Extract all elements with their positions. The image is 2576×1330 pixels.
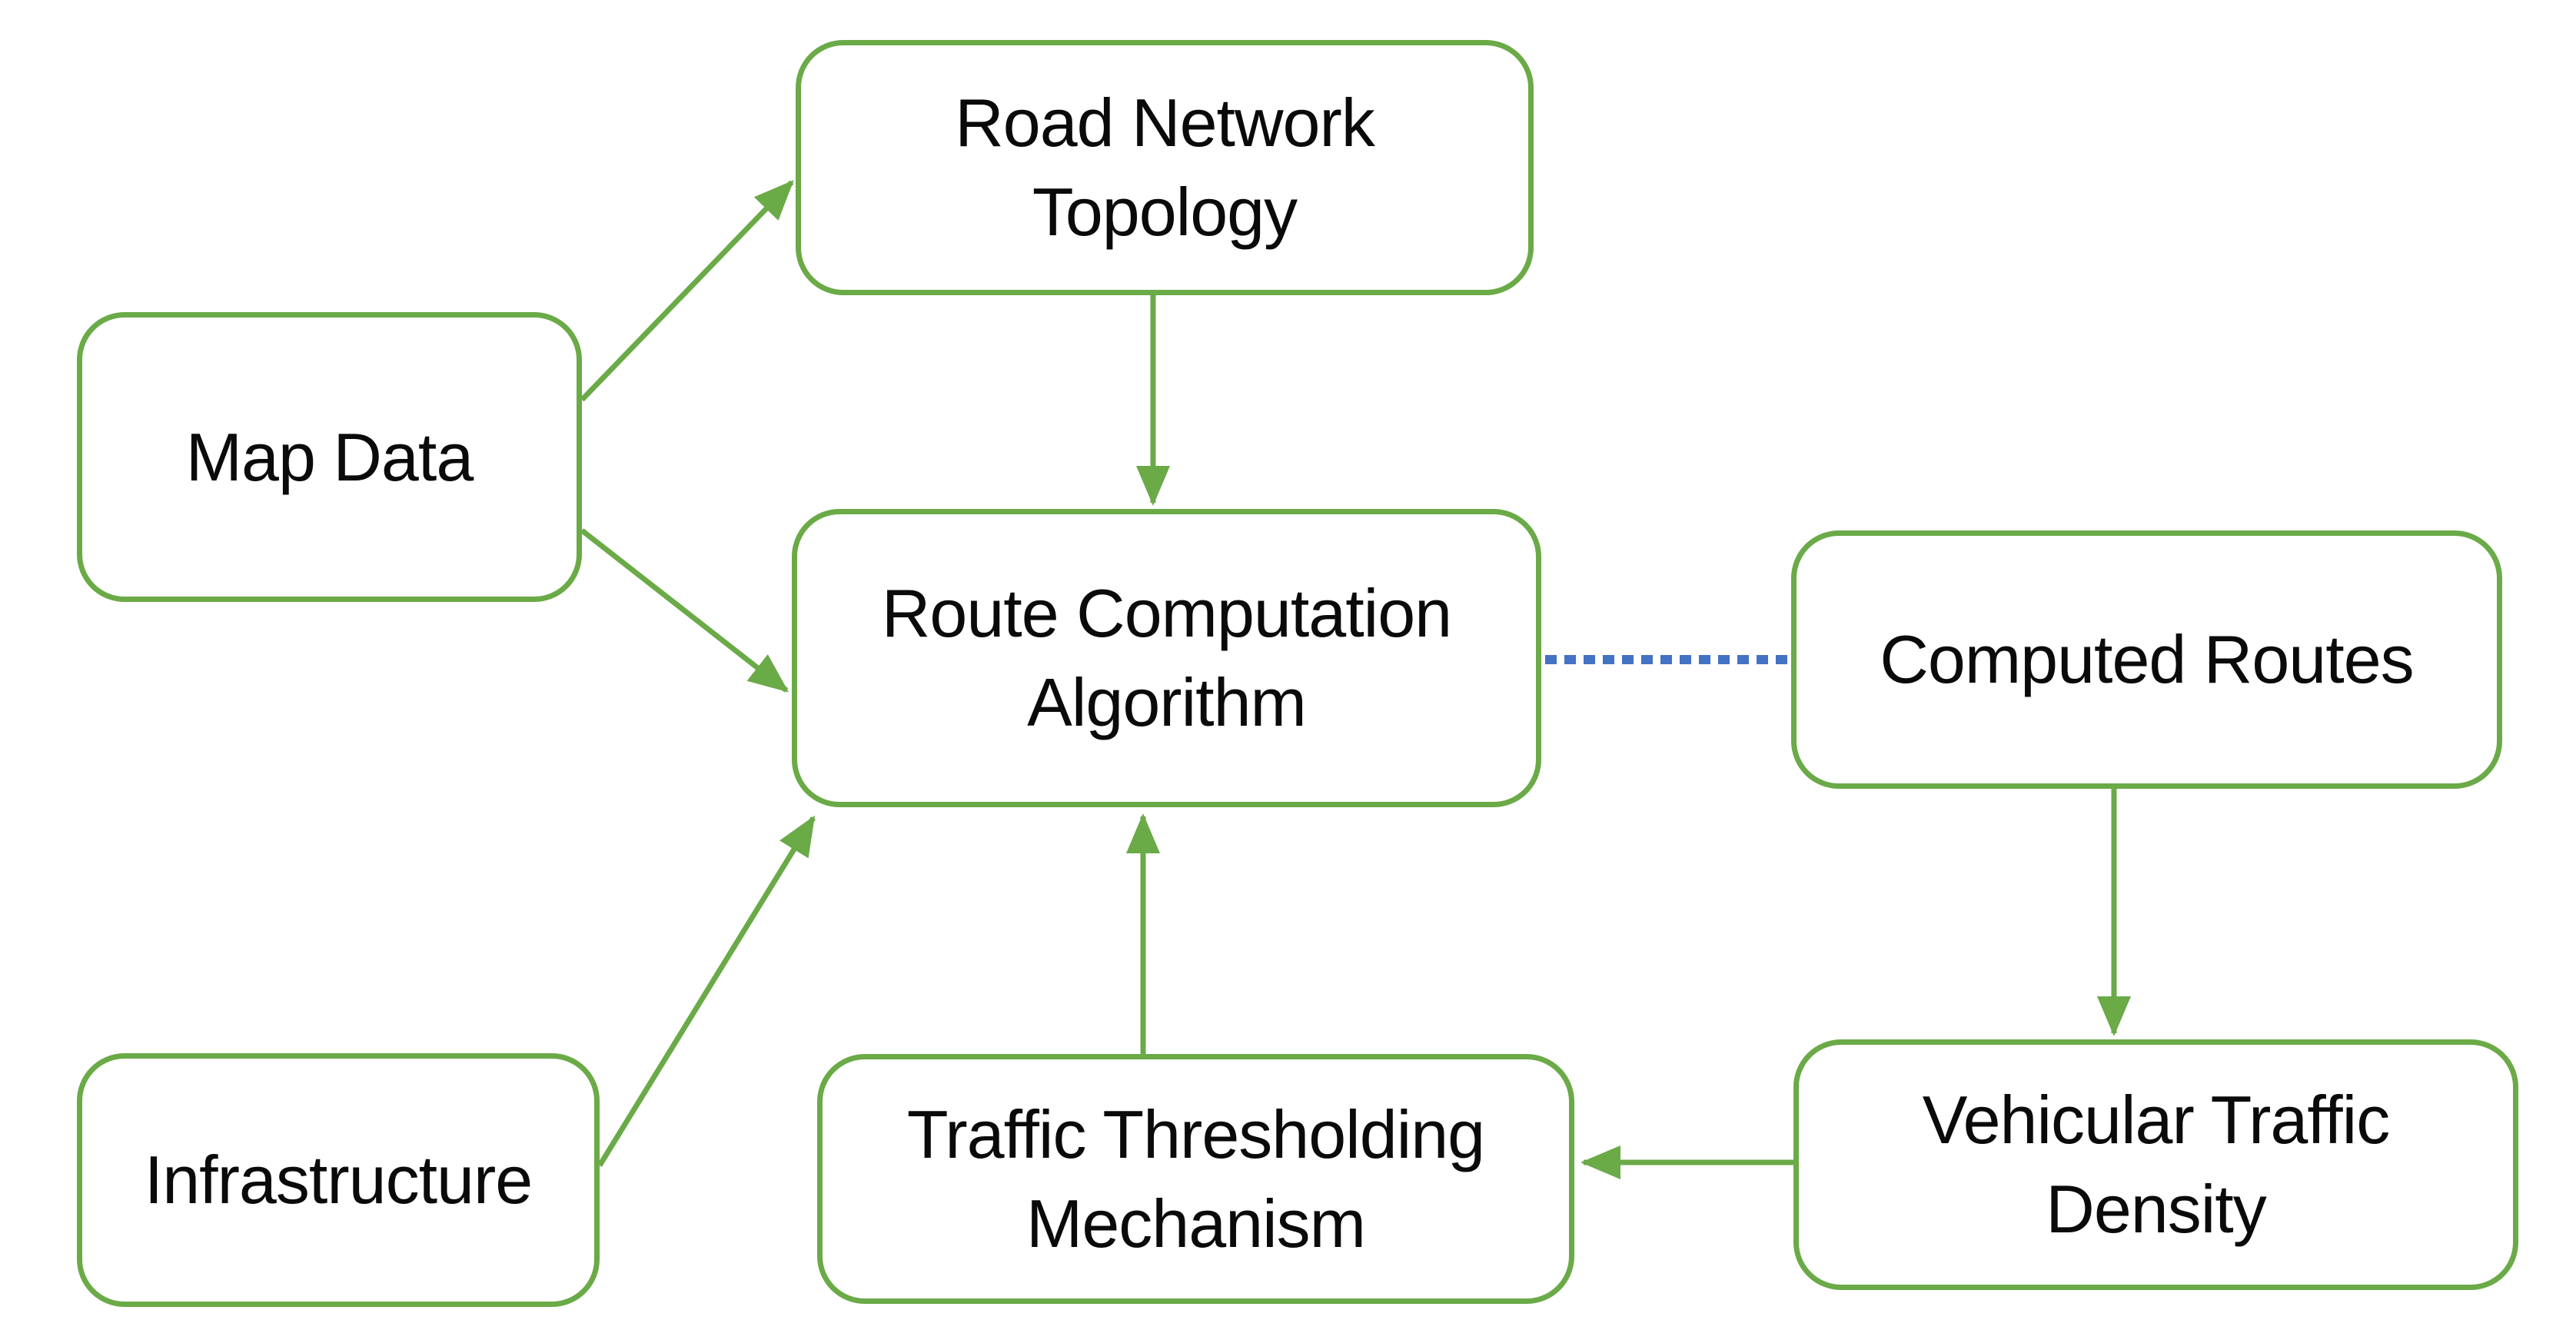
node-label-line: Map Data xyxy=(185,418,474,495)
node-label-line: Vehicular Traffic xyxy=(1922,1082,2390,1158)
node-map-data: Map Data xyxy=(77,312,582,602)
node-road-network-topology: Road Network Topology xyxy=(796,40,1534,295)
node-route-computation-algorithm: Route Computation Algorithm xyxy=(792,509,1541,807)
node-traffic-thresholding-mechanism: Traffic Thresholding Mechanism xyxy=(817,1054,1574,1304)
node-label-line: Density xyxy=(2046,1171,2266,1247)
node-computed-routes: Computed Routes xyxy=(1791,530,2502,789)
node-label-line: Computed Routes xyxy=(1880,621,2414,697)
node-infrastructure: Infrastructure xyxy=(77,1053,600,1307)
node-label-line: Infrastructure xyxy=(144,1142,533,1218)
node-label-line: Traffic Thresholding xyxy=(906,1096,1485,1172)
node-label-line: Route Computation xyxy=(881,575,1452,651)
node-label-line: Road Network xyxy=(955,85,1375,161)
node-label-line: Topology xyxy=(1032,174,1298,250)
edge-map-data-to-road-network-topology xyxy=(580,180,794,402)
node-vehicular-traffic-density: Vehicular Traffic Density xyxy=(1793,1039,2518,1290)
node-label-line: Algorithm xyxy=(1027,664,1307,740)
node-label-line: Mechanism xyxy=(1026,1185,1366,1262)
edge-map-data-to-route-computation-algorithm xyxy=(580,528,789,693)
edge-infrastructure-to-route-computation-algorithm xyxy=(597,815,816,1167)
